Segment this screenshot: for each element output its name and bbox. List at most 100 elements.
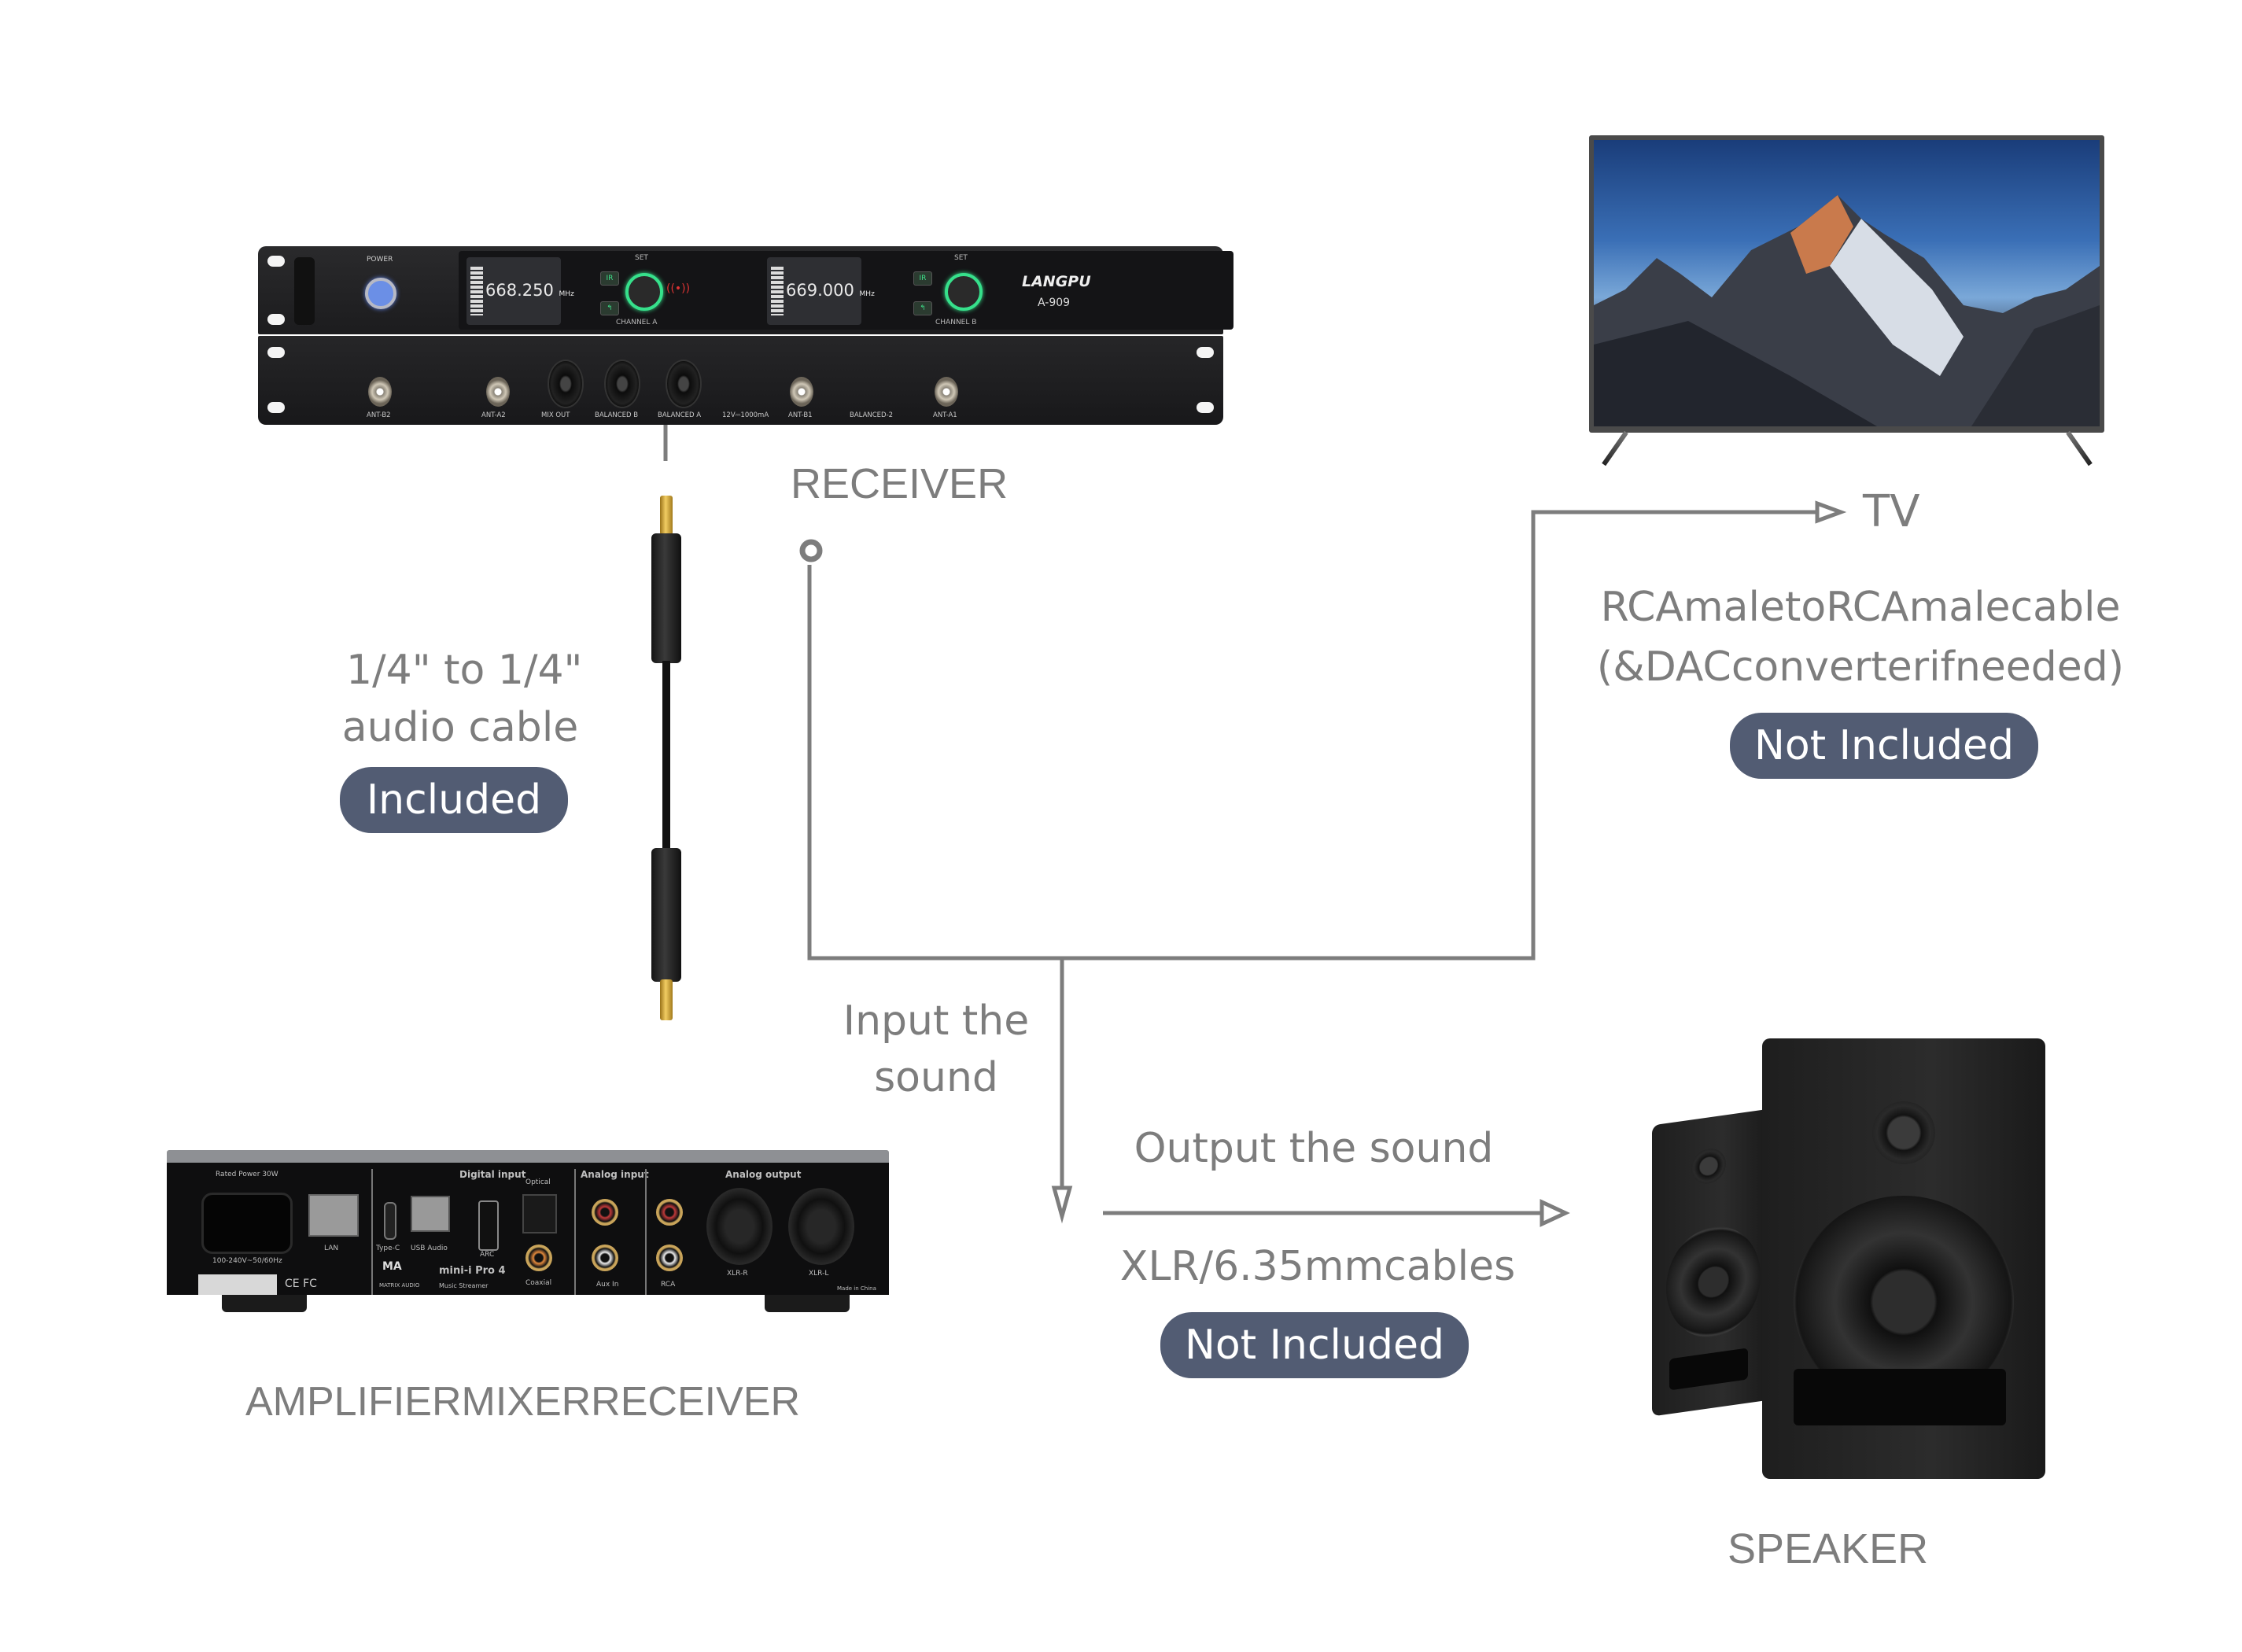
amplifier-rear-panel: Rated Power 30W 100-240V~50/60Hz CE FC L…	[167, 1163, 889, 1295]
lan-port	[308, 1194, 359, 1237]
rack-ear-hole	[267, 402, 285, 413]
cable-plug-bottom	[651, 848, 681, 982]
xlr-out-left	[788, 1188, 854, 1265]
input-arrowhead	[1051, 1186, 1073, 1224]
amplifier-device: Rated Power 30W 100-240V~50/60Hz CE FC L…	[167, 1150, 889, 1312]
amp-port-label: ARC	[480, 1251, 495, 1259]
channel-b-unit: MHz	[859, 290, 875, 298]
rca-out-right	[656, 1199, 683, 1226]
matrix-audio-logo: MA	[382, 1260, 402, 1273]
channel-a-knob[interactable]	[625, 273, 663, 311]
tv-device	[1589, 135, 2104, 433]
rca-out-left	[656, 1245, 683, 1271]
usb-c-port	[384, 1202, 396, 1240]
amp-model-sub: Music Streamer	[439, 1282, 489, 1289]
amp-port-label: RCA	[661, 1281, 676, 1289]
balanced-a-jack	[666, 360, 702, 408]
optical-port	[522, 1194, 557, 1233]
back-button-b[interactable]: ↰	[913, 301, 932, 315]
port-label: ANT-A2	[481, 411, 506, 419]
amplifier-label: AMPLIFIERMIXERRECEIVER	[245, 1379, 801, 1425]
aux-in-right	[592, 1199, 618, 1226]
channel-a-frequency: 668.250	[485, 281, 554, 300]
port-label: BALANCED B	[595, 411, 639, 419]
amp-port-label: Type-C	[376, 1245, 400, 1252]
amplifier-foot	[765, 1295, 850, 1312]
front-display-panel: 668.250 MHz IR ↰ SET CHANNEL A ((•)) 669…	[459, 251, 1233, 330]
receiver-bus-line	[807, 510, 1817, 961]
port-label: 12V⎓1000mA	[722, 411, 769, 419]
aux-in-left	[592, 1245, 618, 1271]
amp-port-label: XLR-L	[809, 1270, 829, 1278]
port-label: MIX OUT	[541, 411, 570, 419]
amplifier-foot	[222, 1295, 307, 1312]
xlr-out-right	[706, 1188, 773, 1265]
receiver-output-node	[799, 539, 823, 562]
amp-port-label: Aux In	[596, 1281, 619, 1289]
speaker-small	[1652, 1108, 1770, 1417]
power-inlet	[201, 1193, 293, 1254]
set-label-a: SET	[635, 254, 648, 262]
channel-b-knob[interactable]	[945, 273, 983, 311]
certification-marks: CE FC	[285, 1278, 317, 1290]
amp-section-label: Analog input	[581, 1169, 649, 1180]
coaxial-port	[525, 1245, 552, 1271]
speaker-label: SPEAKER	[1728, 1525, 1929, 1573]
speaker-pair	[1636, 1015, 2077, 1518]
amp-section-label: Analog output	[725, 1169, 802, 1180]
tv-leg-left	[1602, 430, 1628, 466]
amp-port-label: LAN	[324, 1245, 339, 1252]
hdmi-arc-port	[478, 1200, 499, 1251]
cable-included-badge: Included	[340, 767, 568, 833]
tv-screen	[1594, 140, 2100, 426]
channel-a-label: CHANNEL A	[616, 319, 658, 326]
rack-ear-hole	[1197, 402, 1214, 413]
rack-ear-hole	[267, 314, 285, 325]
brand-logo: LANGPU	[1022, 273, 1091, 290]
tv-arrowhead	[1815, 500, 1847, 524]
set-label-b: SET	[954, 254, 968, 262]
ir-button-b[interactable]: IR	[913, 271, 932, 286]
bass-port-small	[1669, 1348, 1748, 1391]
amp-model: mini-i Pro 4	[439, 1265, 506, 1277]
woofer-small	[1666, 1220, 1761, 1344]
amp-port-label: Rated Power 30W	[216, 1171, 278, 1178]
amp-section-label: Digital input	[459, 1169, 526, 1180]
model-number: A-909	[1038, 297, 1071, 309]
port-label: BALANCED A	[658, 411, 702, 419]
rack-ear-hole	[267, 256, 285, 267]
port-label: ANT-A1	[933, 411, 957, 419]
mountain-landscape-image	[1594, 195, 2100, 426]
amp-port-label: USB Audio	[411, 1245, 448, 1252]
input-sound-line2: sound	[874, 1054, 998, 1101]
cable-wire	[662, 661, 670, 850]
tweeter-small	[1691, 1146, 1726, 1186]
amplifier-top-edge	[167, 1150, 889, 1163]
port-label: ANT-B2	[367, 411, 391, 419]
speaker-cable-not-included-badge: Not Included	[1160, 1312, 1469, 1378]
section-divider	[371, 1169, 373, 1295]
ir-button-a[interactable]: IR	[600, 271, 619, 286]
amp-port-label: Made in China	[837, 1285, 876, 1292]
usb-b-port	[411, 1196, 450, 1232]
rack-handle	[294, 257, 315, 325]
antenna-connector-a2	[486, 377, 510, 407]
tv-leg-right	[2066, 430, 2093, 466]
receiver-front-unit: POWER 668.250 MHz IR ↰ SET CHANNEL A ((•…	[258, 246, 1233, 334]
balanced-b-jack	[604, 360, 640, 408]
power-button[interactable]	[365, 278, 396, 309]
antenna-connector-b2	[368, 377, 392, 407]
amp-port-label: XLR-R	[727, 1270, 748, 1278]
tweeter-large	[1872, 1101, 1935, 1164]
port-label: BALANCED-2	[850, 411, 894, 419]
output-sound-label: Output the sound	[1134, 1125, 1494, 1172]
antenna-connector-b1	[790, 377, 813, 407]
input-sound-line1: Input the	[843, 997, 1030, 1045]
channel-a-display: 668.250 MHz	[466, 257, 574, 325]
tv-cable-line1: RCAmaletoRCAmalecable	[1600, 584, 2121, 631]
rack-ear-hole	[267, 347, 285, 358]
back-button-a[interactable]: ↰	[600, 301, 619, 315]
section-divider	[645, 1169, 647, 1295]
tv-label: TV	[1863, 486, 1920, 537]
serial-sticker	[198, 1274, 277, 1295]
